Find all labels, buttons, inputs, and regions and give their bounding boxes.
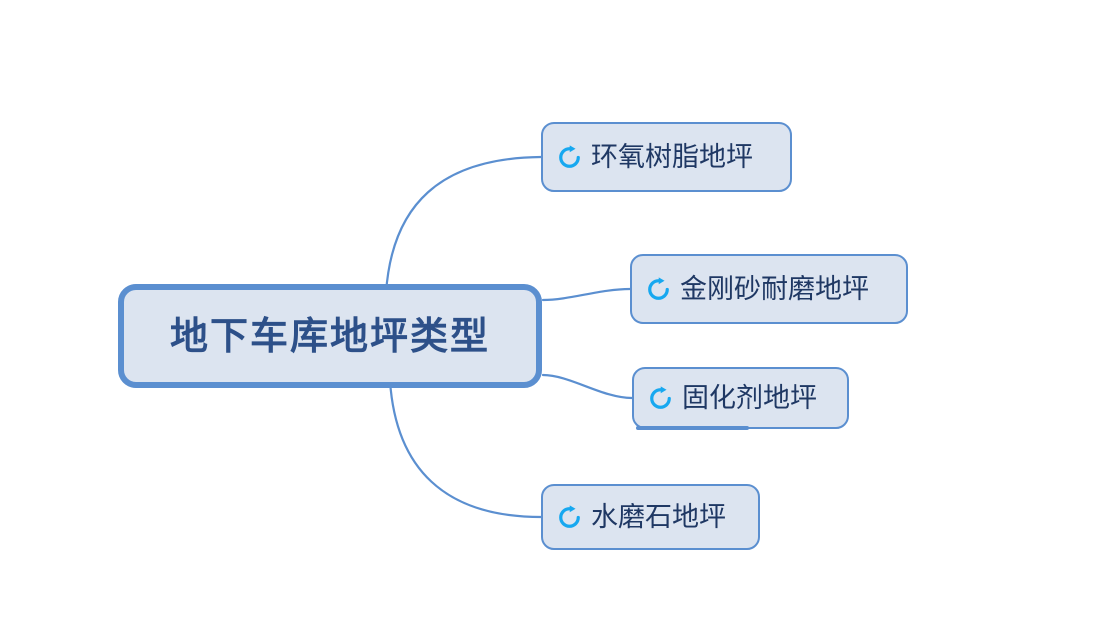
branch-node-2-label: 金刚砂耐磨地坪 [680, 273, 869, 305]
branch-node-3[interactable]: 固化剂地坪 [632, 367, 849, 430]
connector-to-branch-2 [541, 287, 632, 302]
refresh-circle-icon [559, 144, 580, 168]
connector-to-branch-3 [541, 373, 634, 400]
branch-node-4-label: 水磨石地坪 [591, 501, 726, 533]
root-node-label: 地下车库地坪类型 [169, 314, 490, 358]
connector-to-branch-1 [384, 155, 543, 295]
refresh-circle-icon [559, 504, 580, 528]
refresh-circle-icon [648, 276, 669, 300]
branch-node-3-label: 固化剂地坪 [682, 382, 817, 414]
branch-node-1[interactable]: 环氧树脂地坪 [541, 122, 792, 192]
root-node[interactable]: 地下车库地坪类型 [118, 284, 542, 388]
branch-node-4[interactable]: 水磨石地坪 [541, 484, 760, 550]
branch-node-3-underline [636, 426, 749, 430]
branch-node-1-label: 环氧树脂地坪 [591, 141, 753, 173]
connector-to-branch-4 [388, 379, 543, 519]
refresh-circle-icon [650, 385, 671, 409]
branch-node-2[interactable]: 金刚砂耐磨地坪 [630, 254, 908, 324]
